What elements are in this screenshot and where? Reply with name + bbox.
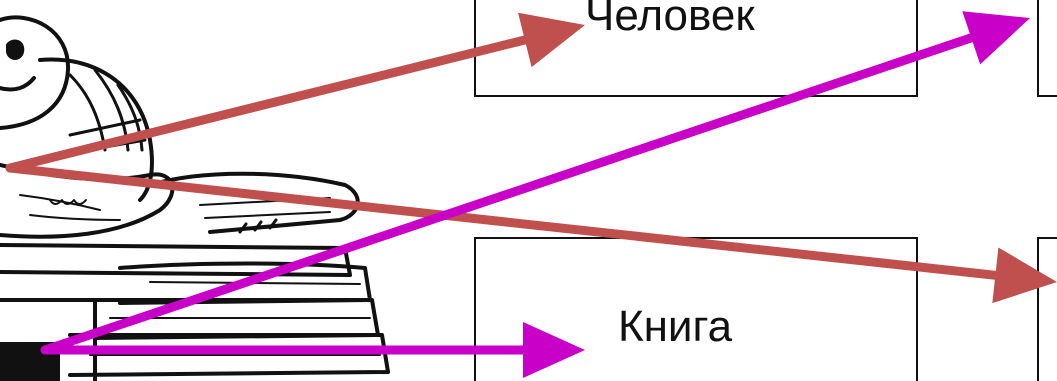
box-label-chelovek: Человек (585, 0, 755, 40)
arrow-head (962, 11, 1030, 65)
arrow-shaft (5, 163, 1000, 280)
box-label-kniga: Книга (618, 302, 733, 351)
arrow-head (992, 247, 1057, 304)
arrow-head (523, 322, 585, 378)
arrow-books-to-right-top (40, 11, 1030, 355)
arrow-person-to-chelovek (5, 12, 585, 173)
box-right-bottom (1037, 237, 1057, 381)
box-kniga (474, 237, 918, 381)
box-right-top (1037, 0, 1057, 97)
arrows-layer (5, 11, 1057, 378)
box-chelovek (474, 0, 918, 97)
arrow-head (518, 12, 585, 68)
arrow-books-to-kniga (40, 322, 585, 378)
arrow-person-to-right-bottom (5, 163, 1057, 304)
arrow-shaft (5, 35, 530, 173)
arrow-shaft (40, 33, 976, 355)
